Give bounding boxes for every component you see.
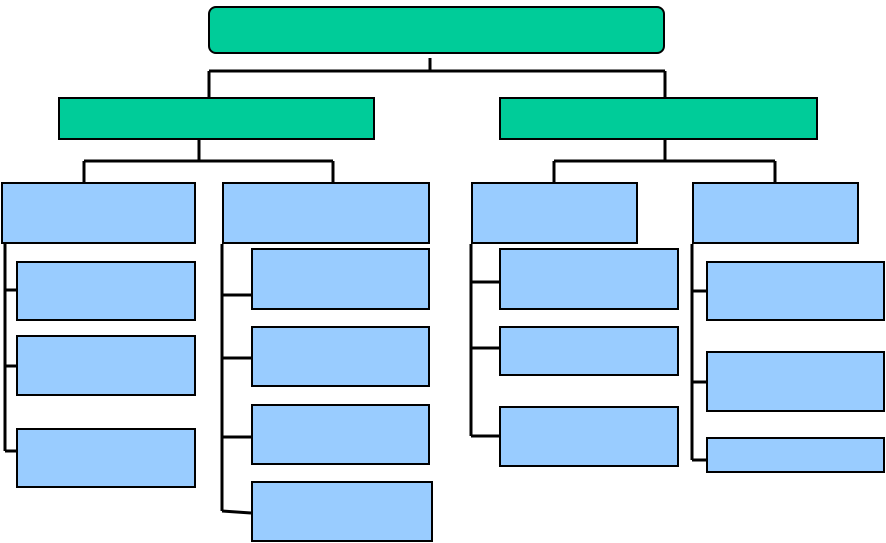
group-node-4 <box>692 182 859 244</box>
leaf-node <box>706 261 885 321</box>
leaf-node <box>16 428 196 488</box>
leaf-node <box>499 406 679 467</box>
branch-node-left <box>58 97 375 140</box>
group-node-2 <box>222 182 430 244</box>
leaf-node <box>251 404 430 465</box>
group-node-1 <box>1 182 196 244</box>
branch-node-right <box>499 97 818 140</box>
group-node-3 <box>471 182 638 244</box>
connector-group2-leaf4 <box>221 509 252 515</box>
leaf-node <box>251 248 430 310</box>
leaf-node <box>16 335 196 396</box>
leaf-node <box>706 351 885 412</box>
leaf-node <box>706 437 885 473</box>
leaf-node <box>251 326 430 387</box>
leaf-node <box>16 261 196 321</box>
leaf-node <box>499 326 679 376</box>
root-node <box>208 6 665 54</box>
leaf-node <box>499 248 679 310</box>
leaf-node <box>251 481 433 542</box>
